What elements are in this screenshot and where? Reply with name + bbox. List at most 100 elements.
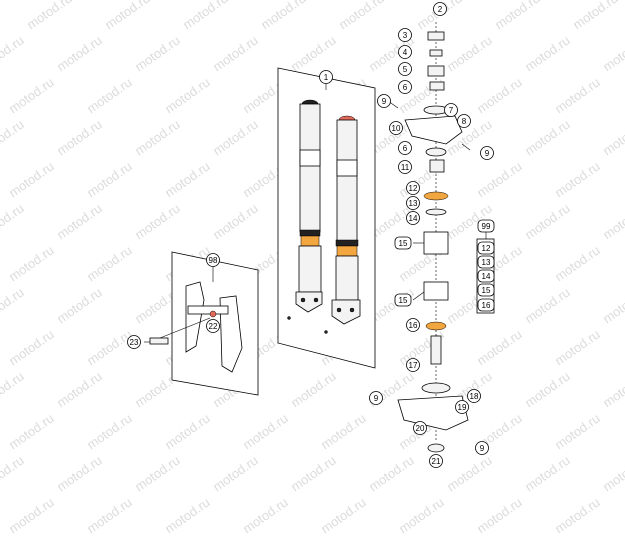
callout-c18: 18 — [467, 389, 481, 403]
callout-number: 9 — [485, 149, 490, 158]
callout-number: 4 — [403, 48, 408, 57]
callout-number: 14 — [409, 214, 418, 223]
callout-bubble — [398, 45, 412, 59]
callout-bubble — [480, 146, 494, 160]
callout-bubble — [406, 358, 420, 372]
callout-number: 99 — [482, 222, 491, 231]
callout-number: 19 — [458, 403, 467, 412]
callout-c9b: 9 — [480, 146, 494, 160]
callout-bubble — [398, 160, 412, 174]
watermark-text: motod.ru — [395, 494, 447, 536]
steering-parts — [397, 22, 469, 453]
callout-c8: 8 — [457, 114, 471, 128]
watermark-text: motod.ru — [83, 494, 135, 536]
callout-bubble — [467, 389, 481, 403]
watermark-text: motod.ru — [161, 494, 213, 536]
callout-c6a: 6 — [398, 80, 412, 94]
watermark-text: motod.ru — [317, 494, 369, 536]
callout-number: 10 — [392, 124, 401, 133]
callout-bubble — [369, 391, 383, 405]
callout-k12: 12 — [477, 241, 495, 255]
callout-c12: 12 — [406, 181, 420, 195]
callout-k15: 15 — [477, 283, 495, 297]
axle-part — [149, 337, 169, 345]
callout-c17: 17 — [406, 358, 420, 372]
callout-number: 16 — [409, 321, 418, 330]
callout-bubble — [377, 94, 391, 108]
callout-c4: 4 — [398, 45, 412, 59]
callout-bubble — [406, 318, 420, 332]
callout-c11: 11 — [398, 160, 412, 174]
callout-c15b: 15 — [394, 293, 412, 307]
callout-number: 11 — [401, 163, 410, 172]
callout-k16: 16 — [477, 298, 495, 312]
callout-bubble — [206, 319, 220, 333]
callout-c9d: 9 — [475, 441, 489, 455]
callout-bubble — [394, 293, 412, 307]
callout-number: 18 — [470, 392, 479, 401]
callout-c23: 23 — [127, 335, 141, 349]
callout-c3: 3 — [398, 28, 412, 42]
callout-bubble — [477, 241, 495, 255]
callout-number: 9 — [382, 97, 387, 106]
callout-bubble — [477, 255, 495, 269]
callout-number: 2 — [438, 5, 443, 14]
callout-number: 16 — [482, 301, 491, 310]
fork-panel — [277, 67, 376, 369]
callout-bubble — [455, 400, 469, 414]
clamp-assembly — [185, 281, 243, 373]
callout-c5: 5 — [398, 62, 412, 76]
callout-bubble — [206, 253, 220, 267]
callout-c21: 21 — [429, 454, 443, 468]
callout-c20: 20 — [413, 421, 427, 435]
callout-number: 6 — [403, 144, 408, 153]
callout-c16: 16 — [406, 318, 420, 332]
callout-bubble — [477, 298, 495, 312]
callout-number: 98 — [209, 256, 218, 265]
callout-k14: 14 — [477, 269, 495, 283]
callout-number: 20 — [416, 424, 425, 433]
callout-bubble — [319, 70, 333, 84]
callout-c10: 10 — [389, 121, 403, 135]
callout-number: 7 — [449, 106, 454, 115]
callout-bubble — [444, 103, 458, 117]
callout-bubble — [413, 421, 427, 435]
callout-c99: 99 — [477, 219, 495, 233]
callout-bubble — [477, 269, 495, 283]
callout-number: 1 — [324, 73, 329, 82]
callout-number: 21 — [432, 457, 441, 466]
callout-bubble — [433, 2, 447, 16]
callout-bubble — [477, 219, 495, 233]
callout-number: 13 — [409, 199, 418, 208]
leader-lines — [144, 84, 471, 343]
callout-number: 13 — [482, 258, 491, 267]
callout-number: 22 — [209, 322, 218, 331]
callout-bubble — [398, 62, 412, 76]
callout-number: 12 — [482, 244, 491, 253]
callout-number: 9 — [480, 444, 485, 453]
callout-c19: 19 — [455, 400, 469, 414]
callout-bubble — [475, 441, 489, 455]
callout-bubble — [406, 196, 420, 210]
callout-bubble — [394, 236, 412, 250]
callout-c22: 22 — [206, 319, 220, 333]
callout-bubble — [398, 141, 412, 155]
callout-number: 3 — [403, 31, 408, 40]
callout-number: 17 — [409, 361, 418, 370]
callout-k13: 13 — [477, 255, 495, 269]
callout-bubble — [389, 121, 403, 135]
callout-bubble — [398, 28, 412, 42]
callout-c9a: 9 — [377, 94, 391, 108]
callout-bubble — [127, 335, 141, 349]
fork-leg-right — [331, 115, 361, 325]
callout-c1: 1 — [319, 70, 333, 84]
watermark-text: motod.ru — [551, 494, 603, 536]
callout-number: 23 — [130, 338, 139, 347]
callout-bubble — [406, 211, 420, 225]
callout-bubble — [406, 181, 420, 195]
watermark-text: motod.ru — [473, 494, 525, 536]
callout-number: 15 — [482, 286, 491, 295]
watermark-text: motod.ru — [5, 494, 57, 536]
bolt-left — [287, 316, 291, 320]
